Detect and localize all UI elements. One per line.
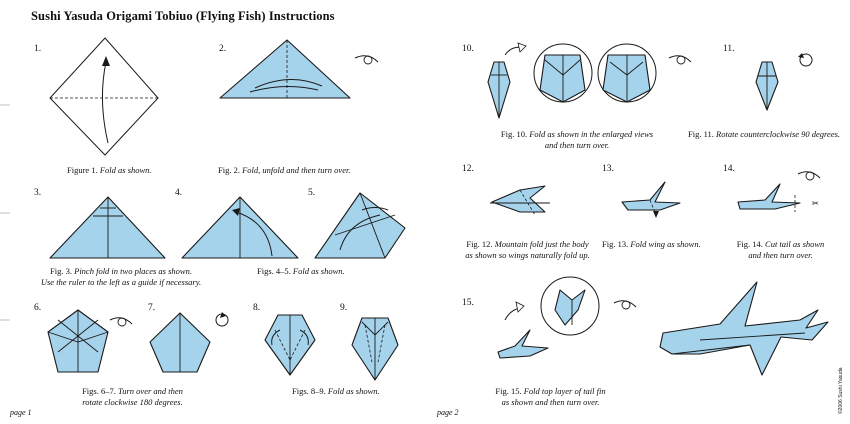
- step-number: 8.: [253, 303, 261, 313]
- caption-1: Figure 1. Fold as shown.: [67, 165, 152, 175]
- figure-8: [264, 314, 316, 376]
- figure-14: ✂: [737, 171, 821, 212]
- step-number: 10.: [462, 44, 474, 54]
- step-number: 1.: [34, 44, 42, 54]
- page-number-2: page 2: [437, 408, 459, 417]
- svg-text:✂: ✂: [812, 199, 819, 208]
- caption-10: Fig. 10. Fold as shown in the enlarged v…: [500, 129, 654, 150]
- step-number: 12.: [462, 164, 474, 174]
- step-number: 15.: [462, 298, 474, 308]
- step-number: 3.: [34, 188, 42, 198]
- figure-13: [621, 181, 681, 218]
- figure-12: [490, 185, 550, 216]
- figure-15: [497, 276, 829, 376]
- step-number: 7.: [148, 303, 156, 313]
- caption-13: Fig. 13. Fold wing as shown.: [602, 239, 701, 249]
- figure-10: [487, 42, 692, 119]
- figure-4: [181, 196, 299, 259]
- figure-6: [47, 309, 133, 373]
- figure-7: [149, 312, 229, 373]
- page-number-1: page 1: [10, 408, 32, 417]
- step-number: 5.: [308, 188, 316, 198]
- page-title: Sushi Yasuda Origami Tobiuo (Flying Fish…: [31, 9, 335, 23]
- caption-6-7: Figs. 6–7. Turn over and then rotate clo…: [82, 386, 183, 407]
- step-number: 6.: [34, 303, 42, 313]
- figure-9: [351, 317, 399, 381]
- caption-4-5: Figs. 4–5. Fold as shown.: [257, 266, 345, 276]
- caption-14: Fig. 14. Cut tail as shown and then turn…: [736, 239, 825, 260]
- step-number: 9.: [340, 303, 348, 313]
- step-number: 11.: [723, 44, 735, 54]
- figure-3: [49, 196, 166, 259]
- step-number: 4.: [175, 188, 183, 198]
- step-number: 14.: [723, 164, 735, 174]
- caption-12: Fig. 12. Mountain fold just the body as …: [465, 239, 590, 260]
- caption-8-9: Figs. 8–9. Fold as shown.: [292, 386, 380, 396]
- step-number: 13.: [602, 164, 614, 174]
- figure-1: [49, 37, 159, 156]
- caption-3: Fig. 3. Pinch fold in two places as show…: [40, 266, 202, 287]
- copyright-notice: ©2006 Sushi Yasuda: [838, 367, 844, 414]
- caption-2: Fig. 2. Fold, unfold and then turn over.: [218, 165, 351, 175]
- figure-11: [755, 53, 813, 111]
- step-number: 2.: [219, 44, 227, 54]
- caption-15: Fig. 15. Fold top layer of tail fin as s…: [495, 386, 606, 407]
- figure-2: [219, 39, 379, 99]
- figure-5: [314, 192, 406, 259]
- caption-11: Fig. 11. Rotate counterclockwise 90 degr…: [688, 129, 841, 139]
